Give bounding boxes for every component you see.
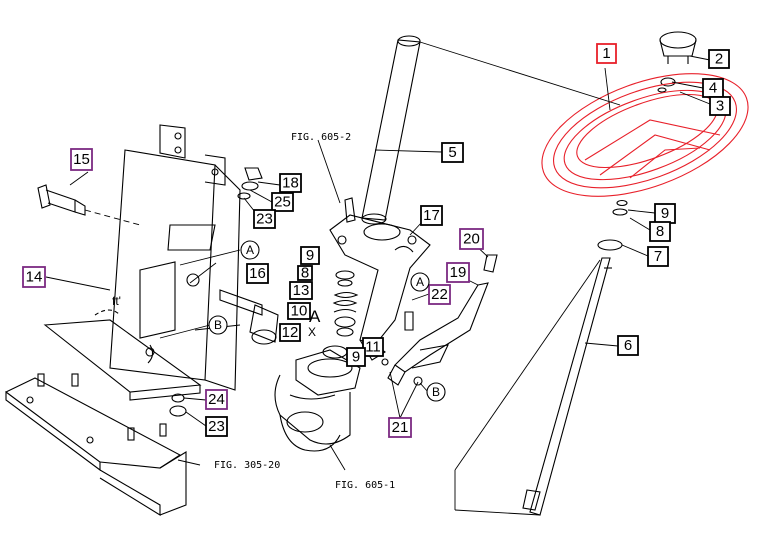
- svg-text:8: 8: [656, 223, 664, 240]
- callout-4: 4: [702, 78, 724, 98]
- callout-17: 17: [420, 205, 443, 226]
- svg-text:12: 12: [282, 324, 299, 341]
- svg-text:B: B: [214, 318, 222, 332]
- marker-b-right: B: [426, 382, 446, 402]
- callout-11: 11: [362, 337, 384, 357]
- leader-lines: [45, 41, 711, 516]
- callout-15: 15: [70, 148, 93, 171]
- steering-wheel: [541, 73, 749, 197]
- svg-text:4: 4: [709, 80, 717, 97]
- callout-21: 21: [388, 417, 412, 438]
- callout-9-bottom: 9: [346, 347, 366, 367]
- big-a-annotation: A: [309, 307, 321, 326]
- steering-shaft: [522, 257, 612, 516]
- svg-text:19: 19: [450, 264, 467, 281]
- callout-23-top: 23: [253, 209, 276, 229]
- svg-text:22: 22: [431, 286, 448, 303]
- callout-9-right: 9: [654, 203, 676, 224]
- svg-text:16: 16: [249, 265, 266, 282]
- svg-text:18: 18: [282, 175, 299, 192]
- callout-14: 14: [22, 266, 46, 288]
- callout-8-left: 8: [297, 265, 313, 282]
- svg-text:10: 10: [291, 303, 308, 320]
- callout-24: 24: [205, 389, 228, 410]
- callout-22: 22: [428, 284, 451, 305]
- nut-washer-set: [169, 167, 263, 417]
- marker-a-left: A: [240, 240, 260, 260]
- steering-unit: [274, 349, 361, 452]
- figure-reference-605-2: FIG. 605-2: [291, 132, 351, 143]
- svg-text:8: 8: [301, 265, 309, 282]
- spring-stack: [322, 270, 359, 359]
- figure-reference-305-20: FIG. 305-20: [214, 460, 280, 471]
- svg-text:9: 9: [661, 205, 669, 222]
- callout-25: 25: [271, 192, 294, 212]
- callout-6: 6: [617, 335, 639, 356]
- callout-3: 3: [709, 96, 731, 116]
- svg-text:17: 17: [423, 207, 440, 224]
- callout-13: 13: [289, 281, 313, 300]
- svg-text:15: 15: [73, 151, 90, 168]
- svg-text:13: 13: [293, 282, 310, 299]
- svg-text:9: 9: [352, 349, 360, 366]
- callout-18: 18: [279, 173, 302, 193]
- column-tube: [361, 35, 421, 225]
- callout-20: 20: [459, 228, 484, 250]
- svg-text:24: 24: [208, 391, 225, 408]
- svg-text:A: A: [416, 275, 424, 289]
- svg-text:3: 3: [716, 98, 724, 115]
- callout-12: 12: [279, 323, 301, 342]
- callout-8-right: 8: [649, 221, 671, 242]
- svg-text:9: 9: [306, 247, 314, 264]
- svg-text:20: 20: [463, 231, 480, 248]
- x-annotation: X: [308, 325, 316, 339]
- pivot-pin-16: [219, 289, 279, 345]
- callout-19: 19: [446, 262, 470, 283]
- svg-text:21: 21: [392, 419, 409, 436]
- marker-b-left: B: [208, 315, 228, 335]
- pedal-lever: [381, 254, 498, 386]
- svg-text:B: B: [432, 385, 440, 399]
- marker-a-right: A: [410, 272, 430, 292]
- svg-text:A: A: [246, 243, 254, 257]
- ft-annotation: ft': [112, 294, 121, 308]
- callout-16: 16: [246, 263, 269, 284]
- figure-reference-605-1: FIG. 605-1: [335, 480, 395, 491]
- bolt-15: [37, 184, 141, 226]
- floor-mount-plate: [5, 373, 187, 516]
- svg-text:23: 23: [256, 211, 273, 228]
- svg-text:23: 23: [208, 418, 225, 435]
- callout-23-bottom: 23: [205, 416, 228, 437]
- callout-10: 10: [287, 302, 311, 320]
- svg-text:11: 11: [365, 339, 381, 356]
- svg-text:6: 6: [624, 337, 632, 354]
- svg-text:1: 1: [602, 45, 610, 62]
- column-bracket: [43, 124, 241, 401]
- svg-text:5: 5: [448, 144, 456, 161]
- callout-1: 1: [596, 43, 617, 64]
- callout-2: 2: [708, 49, 730, 69]
- callout-9-left: 9: [300, 246, 320, 265]
- svg-text:2: 2: [715, 51, 723, 68]
- svg-text:7: 7: [654, 248, 662, 265]
- callout-5: 5: [441, 142, 464, 163]
- horn-cap: [659, 31, 697, 64]
- callout-7-right: 7: [647, 246, 669, 267]
- svg-text:14: 14: [26, 269, 43, 286]
- svg-text:25: 25: [274, 194, 291, 211]
